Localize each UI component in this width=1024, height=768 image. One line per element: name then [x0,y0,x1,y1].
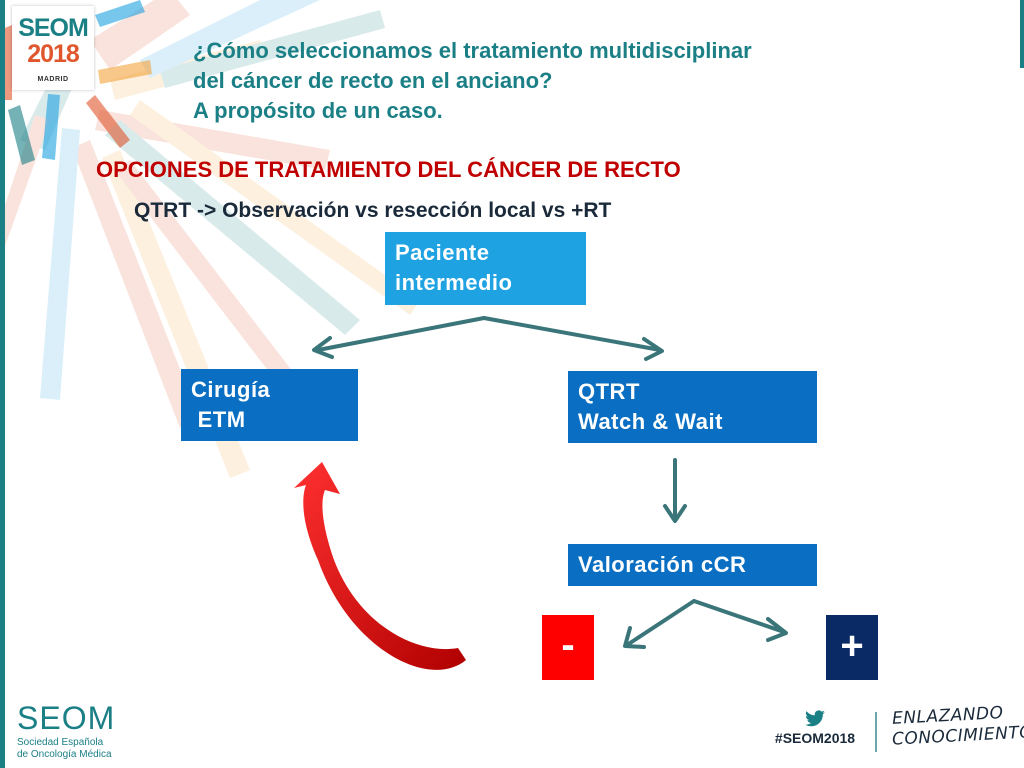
negative-result-box: - [542,615,594,680]
surgery-label-line-1: Cirugía [191,377,271,402]
surgery-box: Cirugía ETM [181,369,358,441]
twitter-icon [805,710,825,727]
arrow-evaluation-to-positive [692,599,786,634]
right-accent-bar [1020,0,1024,68]
logo-text-city: MADRID [37,76,69,83]
seom-subtitle-line-1: Sociedad Española [17,737,104,748]
logo-text-year: 2018 [27,40,80,68]
positive-result-box: + [826,615,878,680]
hashtag-block: #SEOM2018 [768,710,862,746]
slide-title-line-3: A propósito de un caso. [193,98,443,123]
slide-title-line-2: del cáncer de recto en el anciano? [193,68,553,93]
slide-title-line-1: ¿Cómo seleccionamos el tratamiento multi… [193,38,752,63]
seom2018-logo: SEOM 2018 MADRID [12,6,94,90]
section-title: OPCIONES DE TRATAMIENTO DEL CÁNCER DE RE… [96,157,681,182]
hashtag-text: #SEOM2018 [774,730,856,746]
qtrt-box: QTRT Watch & Wait [568,371,817,443]
qtrt-label-line-2: Watch & Wait [578,409,723,434]
seom-name: SEOM [17,700,116,736]
logo-text-seom: SEOM [18,14,89,42]
evaluation-box: Valoración cCR [568,544,817,586]
seom-footer-logo: SEOM Sociedad Española de Oncología Médi… [17,700,115,761]
qtrt-label-line-1: QTRT [578,379,640,404]
arrowhead-surgery [312,336,334,359]
patient-box: Paciente intermedio [385,232,586,305]
patient-label-line-1: Paciente [395,240,490,265]
footer-divider [875,712,877,752]
surgery-label-line-2: ETM [191,407,246,432]
arrow-patient-to-surgery [316,316,486,352]
evaluation-label: Valoración cCR [578,552,747,577]
left-accent-bar [0,0,5,768]
arrow-evaluation-to-negative [625,599,696,647]
arrowhead-positive [766,617,788,642]
arrowhead-qtrt [642,337,664,361]
arrowhead-evaluation [663,504,687,523]
arrow-patient-to-qtrt [482,316,662,352]
patient-label-line-2: intermedio [395,270,513,295]
curved-arrow-negative-to-surgery [294,462,466,670]
arrowhead-negative [623,626,646,649]
subtitle: QTRT -> Observación vs resección local v… [134,199,612,222]
seom-subtitle-line-2: de Oncología Médica [17,749,112,760]
